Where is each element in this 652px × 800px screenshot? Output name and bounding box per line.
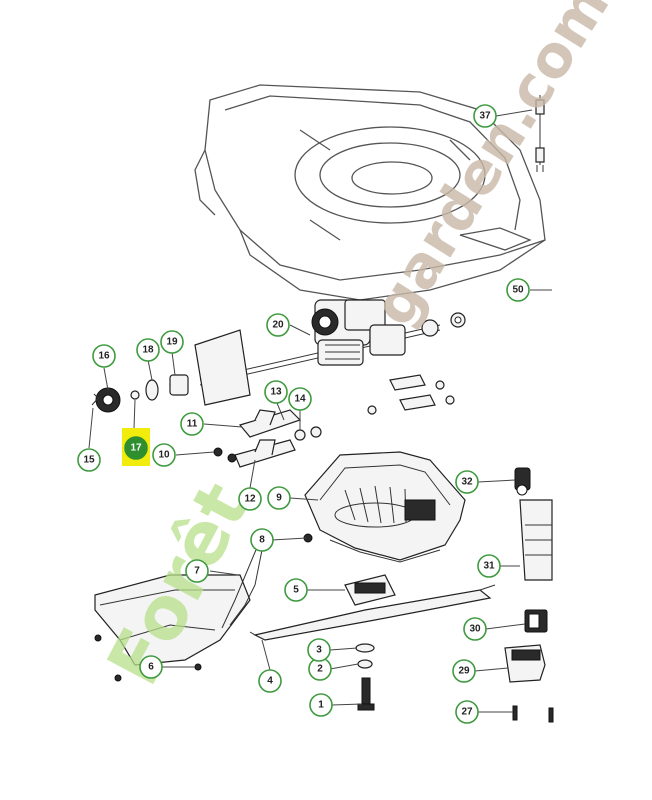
callout-2-label: 2 (317, 664, 323, 675)
motor-housing (304, 451, 466, 563)
watermark-domain: garden.com (359, 0, 622, 337)
callout-7-label: 7 (194, 566, 200, 577)
callout-7[interactable]: 7 (185, 559, 209, 583)
callout-10-label: 10 (158, 450, 170, 461)
callout-5-label: 5 (293, 585, 299, 596)
callout-1-label: 1 (318, 700, 324, 711)
callout-3[interactable]: 3 (307, 638, 331, 662)
callout-4-label: 4 (267, 676, 273, 687)
callout-1[interactable]: 1 (309, 693, 333, 717)
callout-14[interactable]: 14 (288, 387, 312, 411)
callout-18[interactable]: 18 (136, 338, 160, 362)
callout-20-label: 20 (272, 320, 284, 331)
callout-10[interactable]: 10 (152, 443, 176, 467)
callout-31-label: 31 (483, 561, 495, 572)
callout-13-label: 13 (270, 387, 282, 398)
callout-12-label: 12 (244, 494, 256, 505)
callout-27-label: 27 (461, 707, 473, 718)
electrical-components (504, 467, 554, 723)
callout-9-label: 9 (276, 493, 282, 504)
callout-2[interactable]: 2 (308, 657, 332, 681)
callout-15-label: 15 (83, 455, 95, 466)
callout-50-label: 50 (512, 285, 524, 296)
callout-13[interactable]: 13 (264, 380, 288, 404)
callout-20[interactable]: 20 (266, 313, 290, 337)
callout-14-label: 14 (294, 394, 306, 405)
callout-4[interactable]: 4 (258, 669, 282, 693)
callout-30-label: 30 (469, 624, 481, 635)
callout-9[interactable]: 9 (267, 486, 291, 510)
callout-29-label: 29 (458, 666, 470, 677)
handle-lever (94, 533, 313, 682)
brackets-fasteners (213, 374, 455, 468)
callout-15[interactable]: 15 (77, 448, 101, 472)
callout-6-label: 6 (148, 662, 154, 673)
blade-assembly (249, 574, 496, 711)
wheel-gear-parts (91, 374, 189, 413)
callout-8[interactable]: 8 (250, 528, 274, 552)
callout-19[interactable]: 19 (160, 330, 184, 354)
callout-18-label: 18 (142, 345, 154, 356)
callout-6[interactable]: 6 (139, 655, 163, 679)
callout-30[interactable]: 30 (463, 617, 487, 641)
callout-17-label: 17 (130, 443, 142, 454)
leader-lines (88, 109, 552, 713)
callout-17[interactable]: 17 (124, 436, 148, 460)
callout-11[interactable]: 11 (180, 412, 204, 436)
callout-32-label: 32 (461, 477, 473, 488)
callout-29[interactable]: 29 (452, 659, 476, 683)
callout-11-label: 11 (187, 419, 198, 430)
cable-assembly (535, 95, 545, 172)
callout-37[interactable]: 37 (473, 104, 497, 128)
callout-5[interactable]: 5 (284, 578, 308, 602)
callout-50[interactable]: 50 (506, 278, 530, 302)
callout-12[interactable]: 12 (238, 487, 262, 511)
callout-37-label: 37 (479, 111, 491, 122)
callout-19-label: 19 (166, 337, 178, 348)
drive-assembly (194, 299, 466, 406)
callout-32[interactable]: 32 (455, 470, 479, 494)
callout-16[interactable]: 16 (92, 344, 116, 368)
callout-31[interactable]: 31 (477, 554, 501, 578)
callout-16-label: 16 (98, 351, 110, 362)
callout-27[interactable]: 27 (455, 700, 479, 724)
callout-3-label: 3 (316, 645, 322, 656)
callout-8-label: 8 (259, 535, 265, 546)
